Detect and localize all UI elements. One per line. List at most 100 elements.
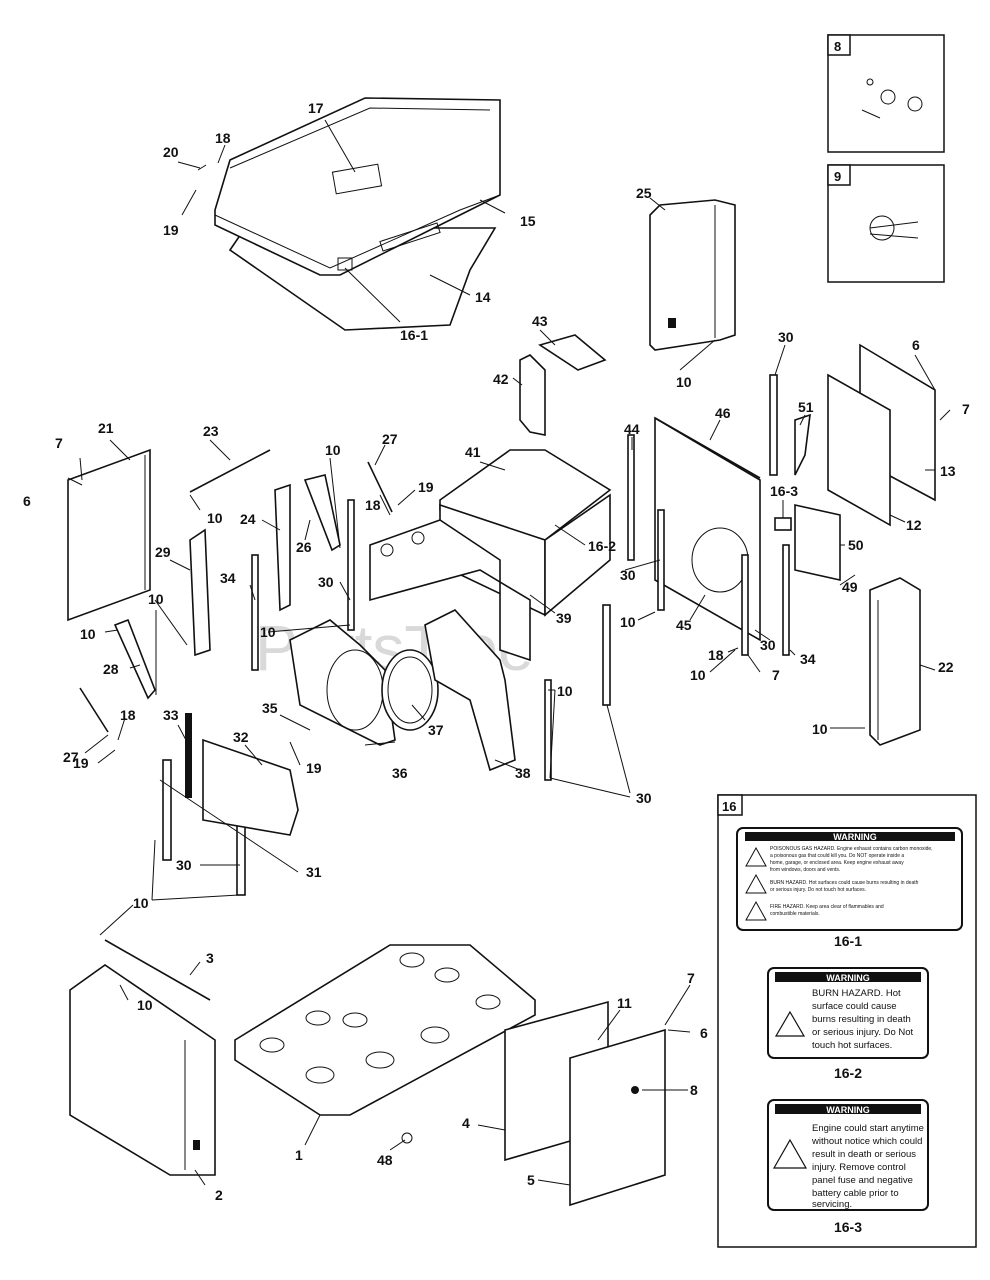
callout-30: 30 bbox=[778, 329, 794, 345]
callout-10-lower: 10 bbox=[133, 895, 149, 911]
base-part-1 bbox=[234, 944, 536, 1116]
svg-text:POISONOUS GAS HAZARD. Engine e: POISONOUS GAS HAZARD. Engine exhaust con… bbox=[770, 846, 933, 852]
callout-10-26: 10 bbox=[325, 442, 341, 458]
decal-caption-16-2: 16-2 bbox=[834, 1065, 862, 1081]
ring-part-37 bbox=[381, 649, 439, 731]
callout-1: 1 bbox=[295, 1147, 303, 1163]
callout-30-lower: 30 bbox=[176, 857, 192, 873]
svg-text:BURN HAZARD. Hot: BURN HAZARD. Hot bbox=[812, 988, 901, 999]
svg-text:or serious injury. Do not touc: or serious injury. Do not touch hot surf… bbox=[770, 887, 866, 893]
post-part-30-d bbox=[769, 374, 778, 476]
callout-6-door: 6 bbox=[700, 1025, 708, 1041]
callout-12: 12 bbox=[906, 517, 922, 533]
inset-kit-9: 9 bbox=[827, 164, 945, 283]
bracket-part-51 bbox=[794, 413, 811, 476]
strip-part-34-left bbox=[251, 554, 259, 671]
callout-16-2: 16-2 bbox=[588, 538, 616, 554]
callout-11: 11 bbox=[617, 995, 632, 1011]
post-part-29 bbox=[189, 528, 211, 657]
callout-25: 25 bbox=[636, 185, 652, 201]
strip-part-34-right bbox=[782, 544, 790, 656]
callout-44: 44 bbox=[624, 421, 640, 437]
svg-text:combustible materials.: combustible materials. bbox=[770, 911, 820, 917]
callout-18-right: 18 bbox=[708, 647, 724, 663]
callout-6: 6 bbox=[912, 337, 920, 353]
callout-16-1: 16-1 bbox=[400, 327, 428, 343]
bracket-part-28 bbox=[113, 618, 156, 700]
callout-43: 43 bbox=[532, 313, 548, 329]
callout-18-lower: 18 bbox=[120, 707, 136, 723]
callout-51: 51 bbox=[798, 399, 814, 415]
callout-30-45: 30 bbox=[620, 567, 636, 583]
callout-38: 38 bbox=[515, 765, 531, 781]
svg-text:panel fuse and negative: panel fuse and negative bbox=[812, 1175, 913, 1186]
callout-7-right: 7 bbox=[772, 667, 780, 683]
svg-text:WARNING: WARNING bbox=[826, 973, 870, 983]
inset-tag-8: 8 bbox=[834, 39, 841, 54]
label-part-16-3 bbox=[774, 517, 792, 531]
callout-19-lower: 19 bbox=[73, 755, 89, 771]
callout-16-3: 16-3 bbox=[770, 483, 798, 499]
callout-19-35: 19 bbox=[306, 760, 322, 776]
callout-36: 36 bbox=[392, 765, 408, 781]
svg-text:FIRE HAZARD. Keep area clear o: FIRE HAZARD. Keep area clear of flammabl… bbox=[770, 904, 884, 910]
callout-32: 32 bbox=[233, 729, 249, 745]
svg-text:servicing.: servicing. bbox=[812, 1199, 852, 1210]
callout-10-45: 10 bbox=[620, 614, 636, 630]
decal-16-1: WARNING POISONOUS GAS HAZARD. Engine exh… bbox=[736, 827, 963, 931]
callout-18-upper: 18 bbox=[365, 497, 381, 513]
decal-16-2: WARNING BURN HAZARD. Hot surface could c… bbox=[767, 967, 929, 1059]
svg-text:WARNING: WARNING bbox=[833, 832, 877, 842]
housing-part-2 bbox=[69, 964, 216, 1176]
svg-text:without notice which could: without notice which could bbox=[811, 1136, 922, 1147]
callout-31: 31 bbox=[306, 864, 322, 880]
callout-30-center: 30 bbox=[318, 574, 334, 590]
callout-10-strip: 10 bbox=[207, 510, 223, 526]
callout-45: 45 bbox=[676, 617, 692, 633]
callout-5: 5 bbox=[527, 1172, 535, 1188]
callout-49: 49 bbox=[842, 579, 858, 595]
rod-part-3 bbox=[104, 939, 211, 1001]
callout-34-right: 34 bbox=[800, 651, 816, 667]
bracket-part-43 bbox=[538, 334, 607, 371]
inset-kit-8: 8 bbox=[827, 34, 945, 153]
callout-4: 4 bbox=[462, 1115, 470, 1131]
strip-part-46 bbox=[654, 417, 761, 479]
callout-30-right: 30 bbox=[760, 637, 776, 653]
svg-text:from windows, doors and vents.: from windows, doors and vents. bbox=[770, 867, 840, 873]
svg-text:touch hot surfaces.: touch hot surfaces. bbox=[812, 1040, 892, 1051]
decal-16-3: WARNING Engine could start anytime witho… bbox=[767, 1099, 929, 1211]
callout-21: 21 bbox=[98, 420, 114, 436]
callout-27-upper: 27 bbox=[382, 431, 398, 447]
panel-part-45 bbox=[654, 416, 761, 642]
inset-tag-16: 16 bbox=[722, 799, 736, 814]
callout-labels: 17 18 20 19 15 14 16-1 25 10 43 42 46 30… bbox=[23, 100, 970, 1203]
inset-decals-16: 16 WARNING POISONOUS GAS HAZARD. Engine … bbox=[717, 794, 977, 1248]
callout-10-center: 10 bbox=[260, 624, 276, 640]
callout-17: 17 bbox=[308, 100, 324, 116]
callout-22: 22 bbox=[938, 659, 954, 675]
label-plate-part-17 bbox=[331, 163, 383, 195]
post-part-30-b bbox=[657, 509, 665, 611]
post-part-30-f bbox=[602, 604, 611, 706]
callout-48: 48 bbox=[377, 1152, 393, 1168]
airbox-part-39 bbox=[369, 519, 531, 662]
svg-text:burns resulting in death: burns resulting in death bbox=[812, 1014, 911, 1025]
inset-tag-9: 9 bbox=[834, 169, 841, 184]
svg-text:result in death or serious: result in death or serious bbox=[812, 1149, 916, 1160]
roof-assembly bbox=[197, 97, 501, 331]
callout-14: 14 bbox=[475, 289, 491, 305]
callout-19-upper: 19 bbox=[418, 479, 434, 495]
callout-34-left: 34 bbox=[220, 570, 236, 586]
roof-panel-part-15 bbox=[214, 97, 501, 276]
callout-3: 3 bbox=[206, 950, 214, 966]
callout-23: 23 bbox=[203, 423, 219, 439]
callout-46: 46 bbox=[715, 405, 731, 421]
callout-50: 50 bbox=[848, 537, 864, 553]
callout-27-lower: 27 bbox=[63, 749, 79, 765]
svg-text:BURN HAZARD. Hot surfaces coul: BURN HAZARD. Hot surfaces could cause bu… bbox=[770, 880, 919, 886]
svg-text:or serious injury. Do Not: or serious injury. Do Not bbox=[812, 1027, 914, 1038]
callout-10: 10 bbox=[676, 374, 692, 390]
callout-30-38: 30 bbox=[636, 790, 652, 806]
